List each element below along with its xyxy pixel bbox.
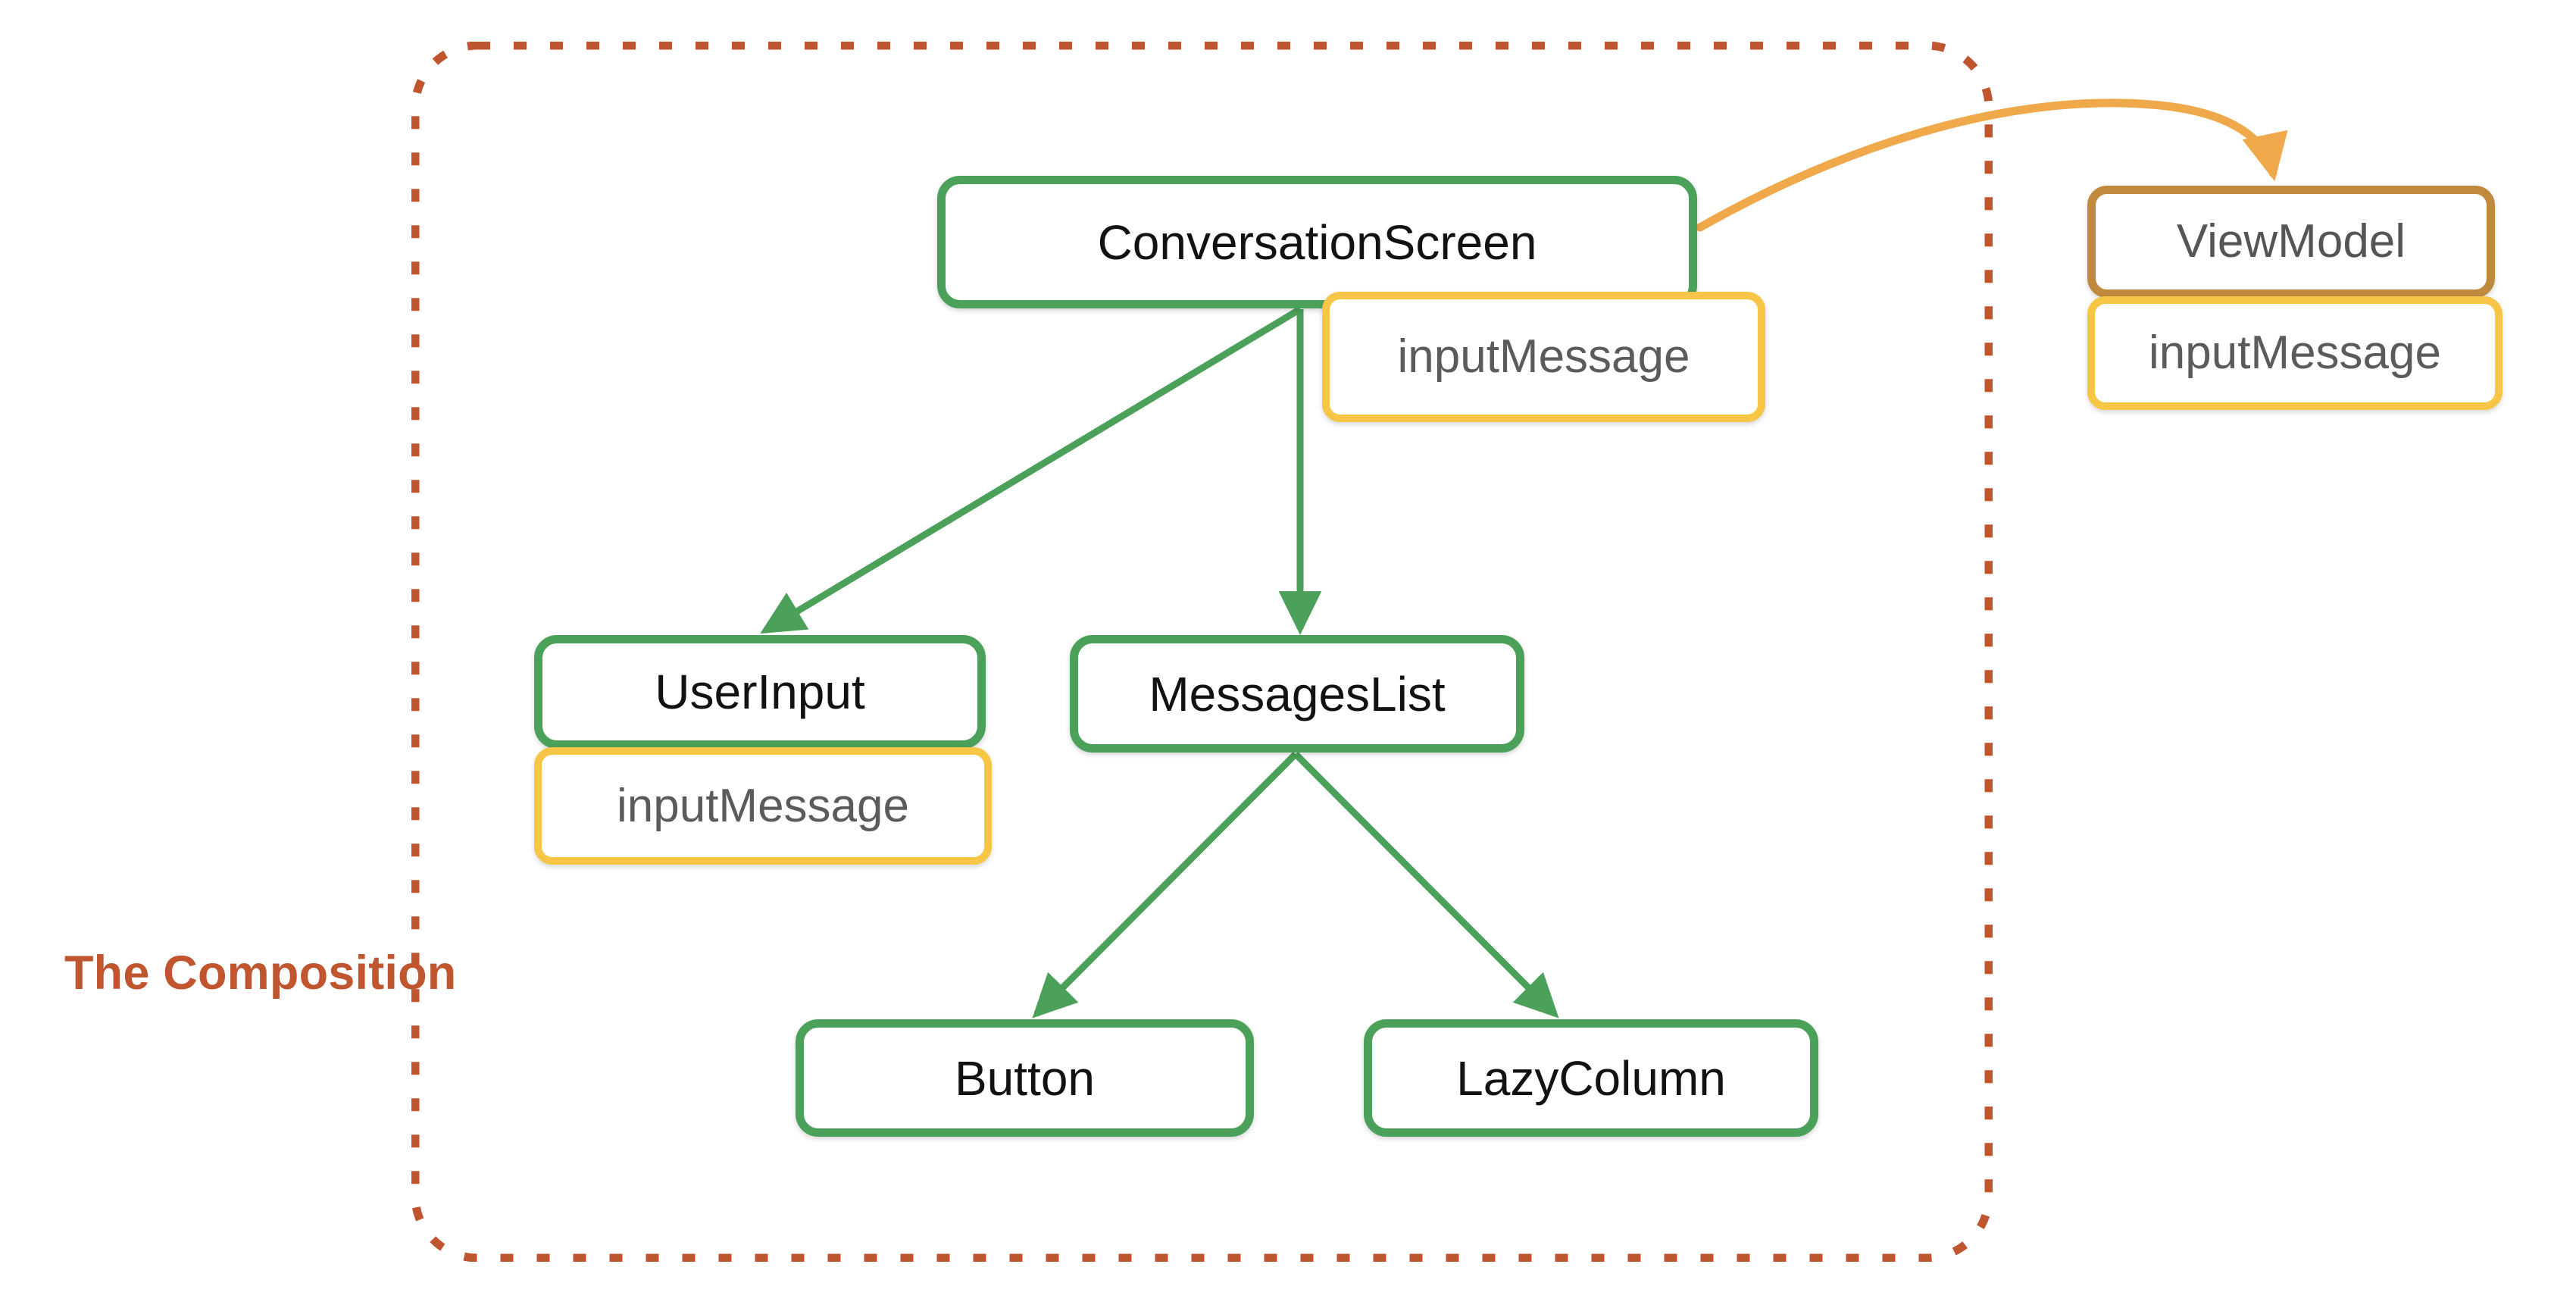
node-view-model[interactable]: ViewModel: [2087, 186, 2495, 298]
node-lazy-column-label: LazyColumn: [1456, 1050, 1726, 1106]
node-user-input[interactable]: UserInput: [534, 635, 986, 749]
composition-scope-label: The Composition: [64, 947, 457, 1000]
node-user-input-label: UserInput: [655, 665, 865, 719]
edge-messages-list-to-button: [1032, 751, 1299, 1019]
node-user-input-state-label: inputMessage: [616, 779, 910, 832]
node-button[interactable]: Button: [796, 1019, 1254, 1137]
node-lazy-column[interactable]: LazyColumn: [1364, 1019, 1818, 1137]
node-view-model-state-label: inputMessage: [2148, 327, 2442, 379]
node-messages-list-label: MessagesList: [1149, 666, 1446, 721]
node-messages-list[interactable]: MessagesList: [1070, 635, 1524, 753]
node-view-model-label: ViewModel: [2176, 215, 2406, 268]
edge-messages-list-to-lazy-column: [1293, 751, 1559, 1019]
node-view-model-state[interactable]: inputMessage: [2087, 296, 2503, 410]
edge-conversation-screen-to-user-input: [760, 306, 1302, 634]
node-conversation-screen-state-label: inputMessage: [1397, 330, 1690, 383]
node-button-label: Button: [954, 1050, 1096, 1106]
node-conversation-screen-state[interactable]: inputMessage: [1322, 292, 1765, 422]
node-user-input-state[interactable]: inputMessage: [534, 747, 992, 865]
node-conversation-screen-label: ConversationScreen: [1097, 214, 1537, 270]
node-conversation-screen[interactable]: ConversationScreen: [937, 176, 1697, 308]
